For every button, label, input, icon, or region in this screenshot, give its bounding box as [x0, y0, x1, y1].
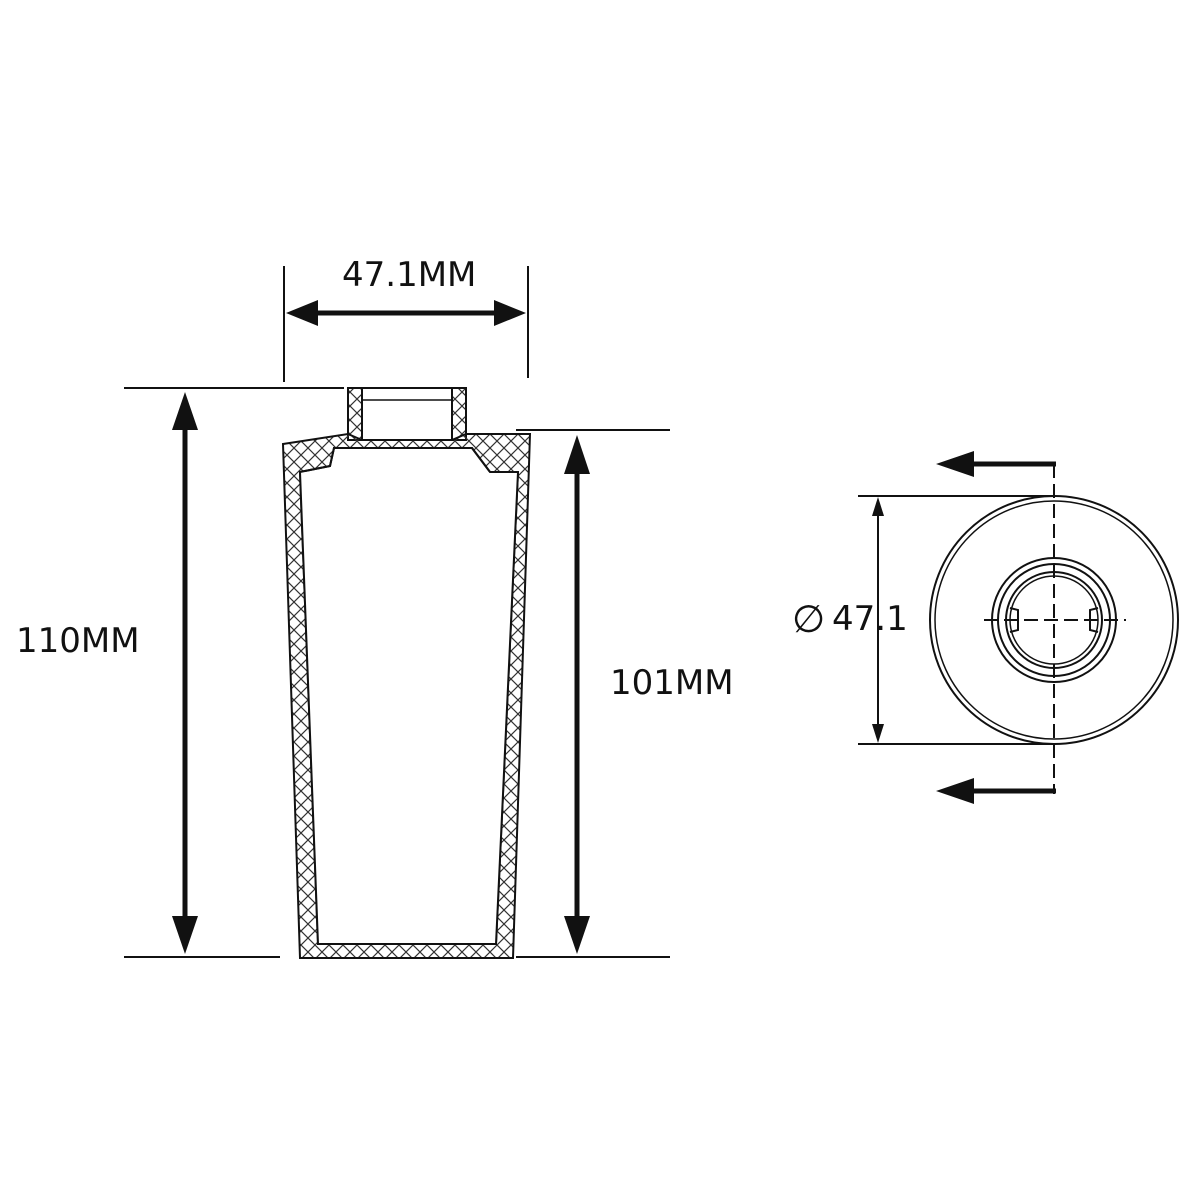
section-arrow-top-head [936, 451, 974, 477]
arrowhead-left [286, 300, 318, 326]
cavity-outline [299, 471, 519, 945]
total-height-label: 110MM [16, 621, 140, 661]
section-arrow-bottom-head [936, 778, 974, 804]
arrowhead-down [564, 916, 590, 954]
neck-wall-left [347, 387, 363, 441]
plan-view [858, 451, 1179, 804]
arrowhead-up [564, 435, 590, 474]
top-width-label: 47.1MM [342, 255, 477, 295]
outer-rim-inner [934, 500, 1174, 740]
diameter-label: 47.1 [832, 599, 908, 639]
body-height-label: 101MM [610, 663, 734, 703]
dimension-lines [124, 266, 670, 958]
diameter-symbol: ∅ [792, 597, 826, 641]
arrowhead-right [494, 300, 526, 326]
section-view [281, 387, 532, 959]
arrowhead-up [872, 497, 884, 516]
arrowhead-down [872, 724, 884, 743]
arrowhead-up [172, 392, 198, 430]
arrowhead-down [172, 916, 198, 954]
neck-wall-right [451, 387, 467, 441]
